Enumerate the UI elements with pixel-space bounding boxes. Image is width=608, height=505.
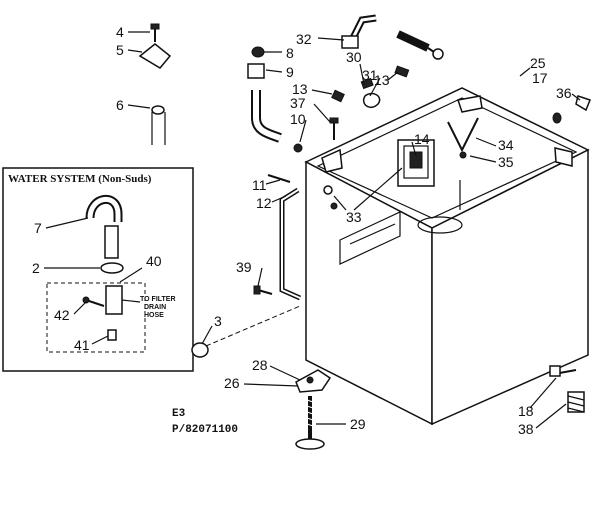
callout-12: 12 <box>256 195 272 211</box>
diagram-code-line-2: P/82071100 <box>172 424 238 436</box>
drain-note-line-3: HOSE <box>144 312 164 319</box>
callout-38: 38 <box>518 421 534 437</box>
drain-note: TO FILTER DRAIN HOSE <box>140 296 176 319</box>
callout-14: 14 <box>414 131 430 147</box>
callout-10: 10 <box>290 111 306 127</box>
clamp-bracket-part <box>138 43 172 69</box>
callout-31: 31 <box>362 67 378 83</box>
leveling-leg-part <box>549 365 585 413</box>
valve-part <box>82 285 141 341</box>
callout-29: 29 <box>350 416 366 432</box>
water-system-box: WATER SYSTEM (Non-Suds) <box>2 167 194 372</box>
callout-37: 37 <box>290 95 306 111</box>
callout-11: 11 <box>252 177 267 193</box>
leader-lines <box>44 31 581 429</box>
inlet-hose-part <box>247 46 303 153</box>
hose-end-part <box>151 105 166 145</box>
callout-13b: 13 <box>374 72 390 88</box>
front-leg-part <box>295 369 332 450</box>
callout-35: 35 <box>498 154 514 170</box>
small-fittings <box>329 65 410 140</box>
hose-connector-part <box>191 305 301 358</box>
drain-note-line-1: TO FILTER <box>140 296 176 303</box>
callout-28: 28 <box>252 357 268 373</box>
drain-note-line-2: DRAIN <box>144 304 166 311</box>
callout-41: 41 <box>74 337 90 353</box>
screw-part <box>150 23 160 42</box>
callout-3: 3 <box>214 313 222 329</box>
callout-33: 33 <box>346 209 362 225</box>
cabinet-part <box>253 87 590 426</box>
callout-39: 39 <box>236 259 252 275</box>
callout-30: 30 <box>346 49 362 65</box>
callout-32: 32 <box>296 31 312 47</box>
callout-40: 40 <box>146 253 162 269</box>
clamp-part <box>100 262 124 274</box>
callout-labels: 4 5 6 7 2 40 42 41 3 32 8 9 13 10 37 11 … <box>32 24 572 437</box>
callout-42: 42 <box>54 307 70 323</box>
callout-6: 6 <box>116 97 124 113</box>
callout-13a: 13 <box>292 81 308 97</box>
callout-8: 8 <box>286 45 294 61</box>
callout-9: 9 <box>286 64 294 80</box>
callout-2: 2 <box>32 260 40 276</box>
callout-25: 25 <box>530 55 546 71</box>
callout-4: 4 <box>116 24 124 40</box>
fill-hose-part <box>341 14 444 60</box>
callout-18: 18 <box>518 403 534 419</box>
callout-36: 36 <box>556 85 572 101</box>
callout-34: 34 <box>498 137 514 153</box>
elbow-hose-part <box>85 194 123 259</box>
callout-26: 26 <box>224 375 240 391</box>
diagram-code-line-1: E3 <box>172 408 186 420</box>
callout-5: 5 <box>116 42 124 58</box>
callout-7: 7 <box>34 220 42 236</box>
box-title: WATER SYSTEM (Non-Suds) <box>8 173 152 185</box>
callout-17: 17 <box>532 70 548 86</box>
